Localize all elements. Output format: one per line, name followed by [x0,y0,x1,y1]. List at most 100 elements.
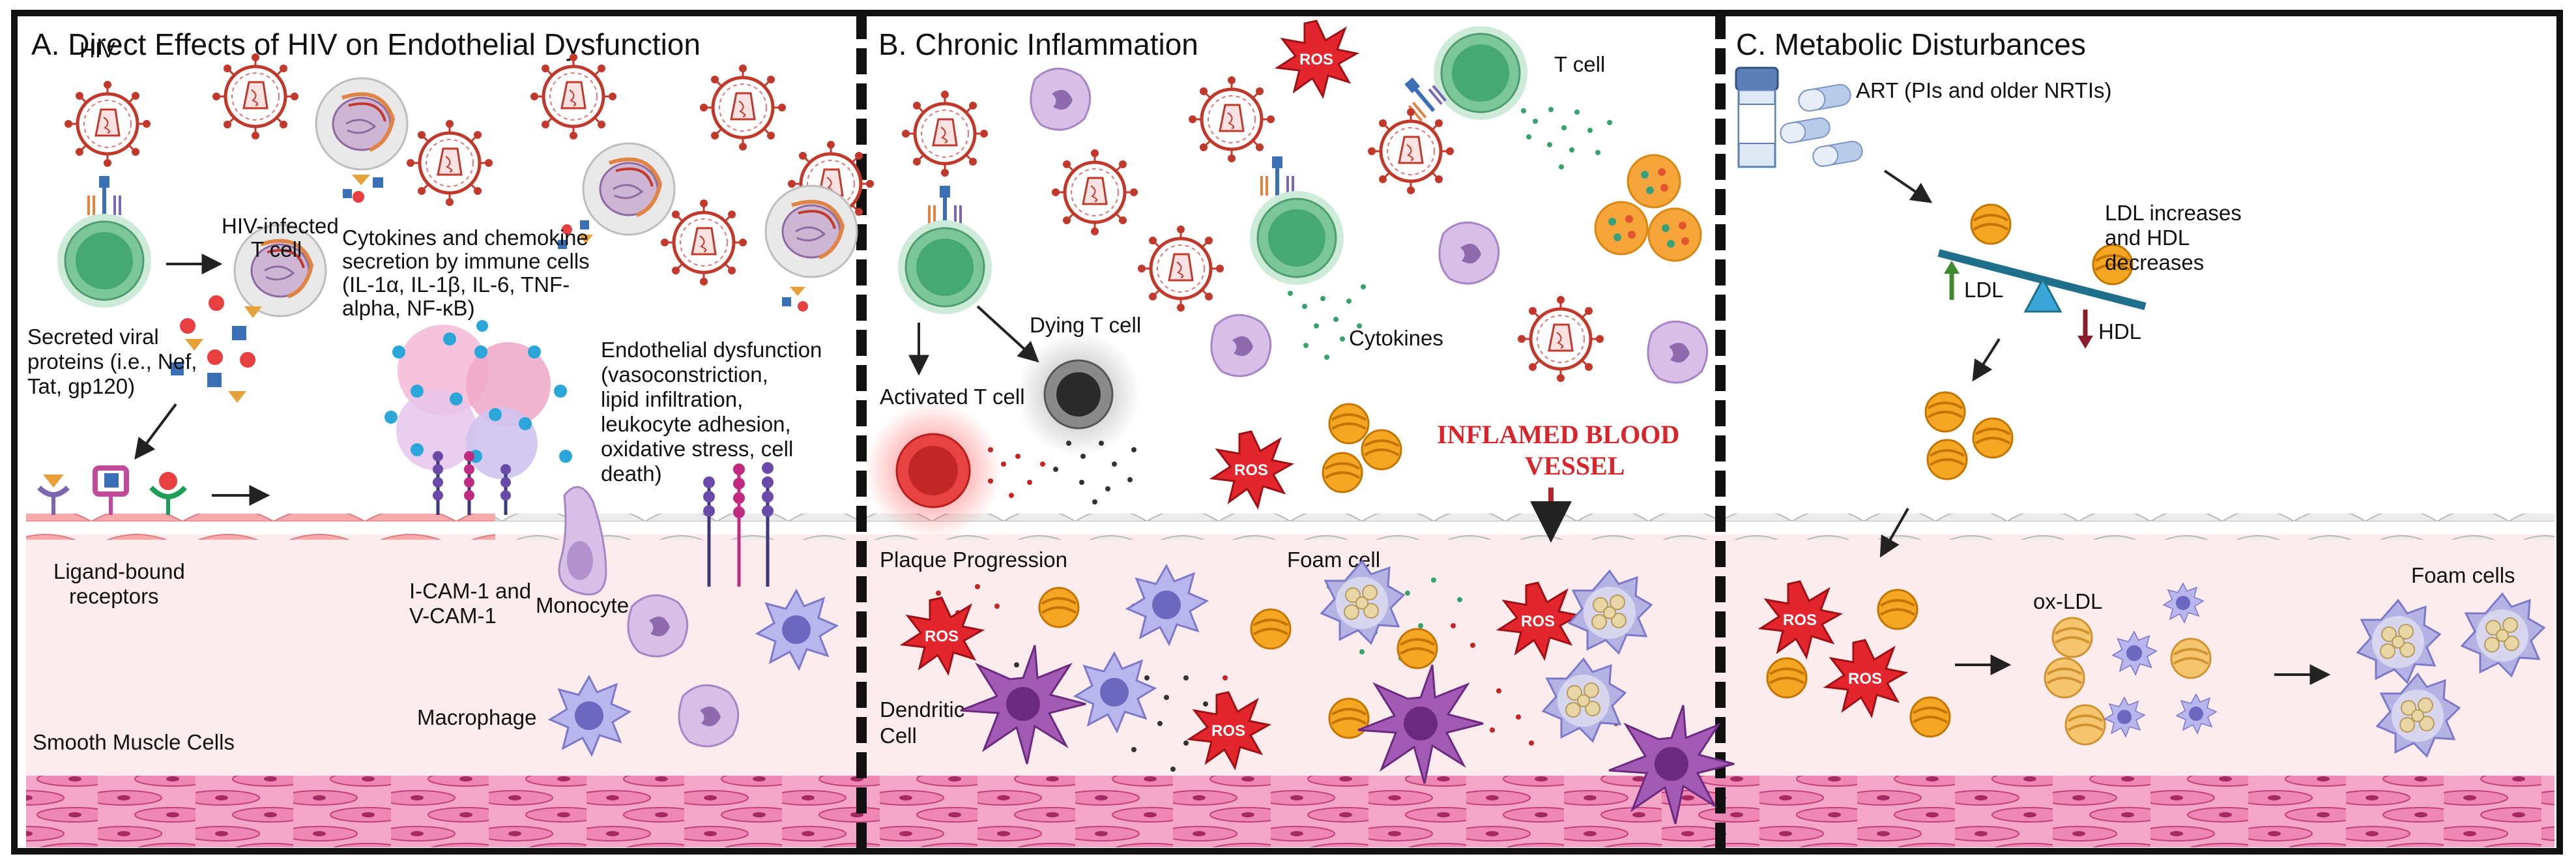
ligand-receptor-icons [37,465,187,515]
ldl-particle-icon [1924,391,1966,433]
ros-label: ROS [1848,670,1882,688]
monocyte-icon [1647,320,1709,384]
hiv-infected-t-cell-icon [583,143,674,235]
arrow [1883,169,1933,203]
cytokines-label-2: secretion by immune cells [342,249,590,273]
cytokines-label-4: alpha, NF-κB) [342,296,475,320]
secreted-label-1: Secreted viral [27,325,159,349]
secreted-label-2: proteins (i.e., Nef, [27,349,197,373]
dendritic-label-2: Cell [880,724,917,748]
t-cell-icon [56,212,152,309]
ldl-particle-icon [1361,429,1402,471]
hiv-virion-icon [1138,226,1224,312]
art-label: ART (PIs and older NRTIs) [1856,78,2111,102]
ldl-up-arrow-icon [1944,261,1960,300]
ox-ldl-particle-icon [2064,704,2106,746]
endothelial-label-2: (vasoconstriction, [601,362,768,387]
cytokines-label-3: (IL-1α, IL-1β, IL-6, TNF- [342,272,570,297]
ros-label: ROS [1521,613,1555,630]
hiv-infected-t-cell-icon [316,78,407,169]
endothelial-label-3: lipid infiltration, [601,387,743,411]
ldl-hdl-seesaw [1937,249,2147,313]
ox-ldl-label: ox-LDL [2033,589,2102,613]
hiv-virion-icon [1189,76,1275,162]
hiv-virion-icon [1368,108,1454,194]
ldl-increases-label-1: LDL increases [2105,201,2242,225]
ldl-label: LDL [1964,278,2004,302]
hiv-virion-icon [1052,149,1138,235]
hiv-infected-t-cell-icon [766,186,857,277]
adhesion-cluster [384,320,572,515]
ldl-particle-icon [1250,608,1292,650]
cytokine-particles [171,175,808,403]
panel-a-title: A. Direct Effects of HIV on Endothelial … [31,27,701,61]
ox-ldl-particle-icon [2051,617,2093,658]
monocyte-label: Monocyte [536,593,629,617]
neutrophil-icon [1594,201,1649,256]
ligand-label-1: Ligand-bound [53,559,185,583]
panel-b-title: B. Chronic Inflammation [878,27,1198,61]
ox-ldl-particle-icon [2170,637,2212,679]
t-cell-icon [1249,190,1345,286]
ox-ldl-particle-icon [2044,657,2085,699]
activated-t-cell-label: Activated T cell [880,385,1025,409]
ldl-increases-label-3: decreases [2105,250,2204,274]
arrow [1879,508,1909,558]
capsule-icons [1780,83,1863,167]
ros-label: ROS [1234,461,1268,479]
inflamed-vessel-label-2: VESSEL [1525,451,1625,480]
ros-label: ROS [925,628,959,645]
hiv-virion-icon [700,65,786,151]
ldl-particle-icon [1766,657,1808,699]
dying-t-cell-label: Dying T cell [1030,313,1141,337]
hiv-virion-icon [1518,296,1604,382]
endothelial-label-6: death) [601,461,662,486]
arrow [1972,338,2001,382]
hiv-infected-label-2: T cell [251,237,302,261]
endothelial-label-4: leukocyte adhesion, [601,412,791,436]
ldl-particle-icon [1909,696,1951,738]
inflamed-vessel-label-1: INFLAMED BLOOD [1437,420,1679,449]
hiv-virion-icon [902,91,988,177]
endothelial-label-5: oxidative stress, cell [601,437,793,461]
ldl-particle-icon [1328,697,1370,739]
monocyte-icon [1030,67,1092,131]
ros-label: ROS [1299,51,1333,68]
ldl-increases-label-2: and HDL [2105,226,2190,250]
t-cell-label: T cell [1554,52,1605,76]
hiv-label: HIV [80,38,115,62]
cytokines-label-1: Cytokines and chemokine [342,226,588,250]
hiv-infected-label-1: HIV-infected [222,214,339,238]
neutrophil-icon [1627,154,1681,209]
ldl-particle-icon [1328,403,1370,445]
ldl-particle-icon [1972,417,2014,459]
cytokine-dots [1288,284,1366,360]
panel-c-title: C. Metabolic Disturbances [1736,27,2086,61]
cytokines-b-label: Cytokines [1349,326,1443,350]
monocyte-icon [1210,314,1272,377]
smooth-muscle-label: Smooth Muscle Cells [33,730,235,754]
ros-label: ROS [1783,611,1817,629]
hiv-virion-icon [212,53,298,139]
monocyte-icon [678,684,740,748]
ligand-label-2: receptors [69,584,159,608]
foam-cells-label: Foam cells [2411,563,2515,587]
dendritic-label-1: Dendritic [880,697,964,722]
hiv-virion-icon [65,81,151,167]
ros-label: ROS [1211,722,1245,740]
hdl-down-arrow-icon [2077,310,2093,349]
neutrophil-icon [1647,207,1702,262]
dying-t-cell-nucleus [1056,372,1101,417]
hdl-label: HDL [2098,319,2141,344]
icam-label-1: I-CAM-1 and [409,579,531,603]
hiv-virion-icon [530,53,616,139]
ldl-particle-icon [1970,203,2012,245]
icam-label-2: V-CAM-1 [409,604,497,628]
pill-bottle-icon [1735,66,1779,168]
cytokine-dots [1521,107,1612,169]
hiv-virion-icon [407,120,493,206]
plaque-progression-label: Plaque Progression [880,548,1067,572]
secreted-label-3: Tat, gp120) [27,374,135,398]
t-cell-icon [1432,25,1529,121]
